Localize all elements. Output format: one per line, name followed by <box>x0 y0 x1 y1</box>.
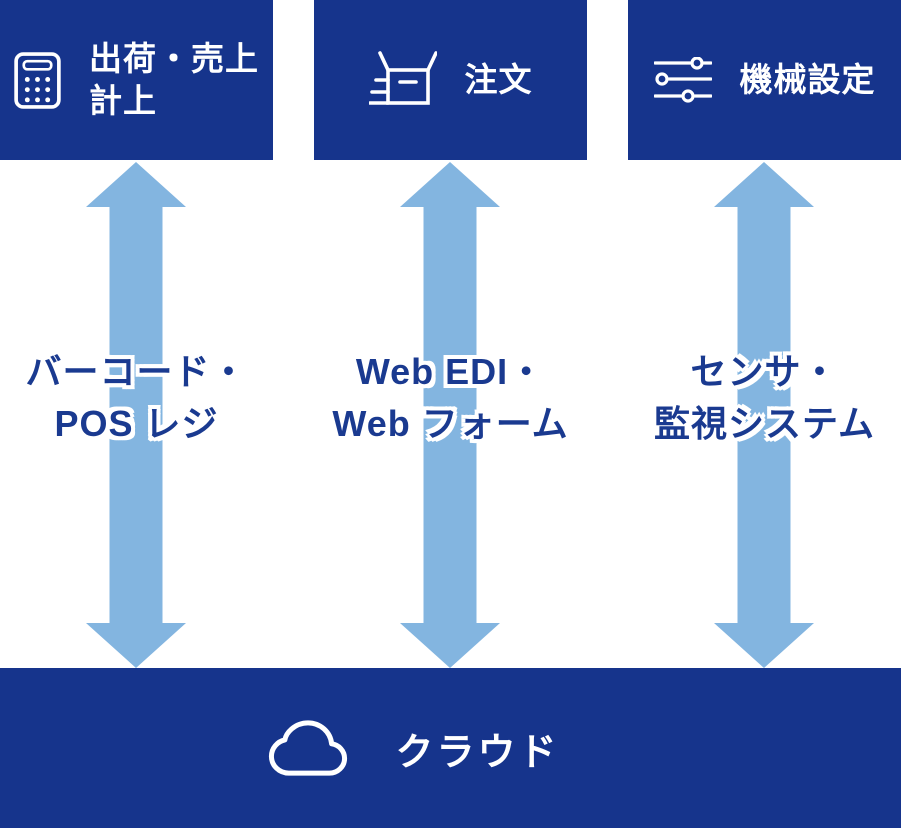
channel-label-line: センサ・ <box>690 351 839 392</box>
channel-label-line: POS レジ <box>54 403 219 444</box>
channel-label-barcode-pos: バーコード・ POS レジ <box>0 346 273 450</box>
channel-label-line: バーコード・ <box>25 351 248 392</box>
top-box-label: 注文 <box>465 59 533 101</box>
cloud-label: クラウド <box>395 731 560 774</box>
shipping-box-icon <box>368 51 437 109</box>
double-arrow-icon <box>86 162 186 668</box>
channel-label-line: Web EDI・ <box>355 351 546 392</box>
top-box-order: 注文 <box>314 0 587 160</box>
top-box-machine-settings: 機械設定 <box>628 0 901 160</box>
top-boxes-row: 出荷・売上 計上 注文 <box>0 0 901 160</box>
box-label-line: 出荷・売上 <box>89 39 259 77</box>
cloud-bar: クラウド <box>0 668 901 828</box>
top-box-shipping-sales: 出荷・売上 計上 <box>0 0 273 160</box>
double-arrow-icon <box>400 162 500 668</box>
calculator-icon <box>14 51 61 109</box>
channel-label-sensor-monitoring: センサ・ 監視システム <box>628 346 901 450</box>
channel-label-web-edi: Web EDI・ Web フォーム <box>314 346 587 450</box>
box-label-line: 機械設定 <box>739 60 876 98</box>
cloud-icon <box>265 716 351 780</box>
box-label-line: 計上 <box>89 82 157 119</box>
channel-label-line: 監視システム <box>654 403 875 444</box>
cloud-bar-content: クラウド <box>265 716 559 780</box>
channel-label-line: Web フォーム <box>332 403 569 444</box>
top-box-label: 出荷・売上 計上 <box>89 38 259 122</box>
sliders-icon <box>653 57 712 103</box>
top-box-label: 機械設定 <box>740 59 876 101</box>
double-arrow-icon <box>714 162 814 668</box>
box-label-line: 注文 <box>464 60 533 98</box>
